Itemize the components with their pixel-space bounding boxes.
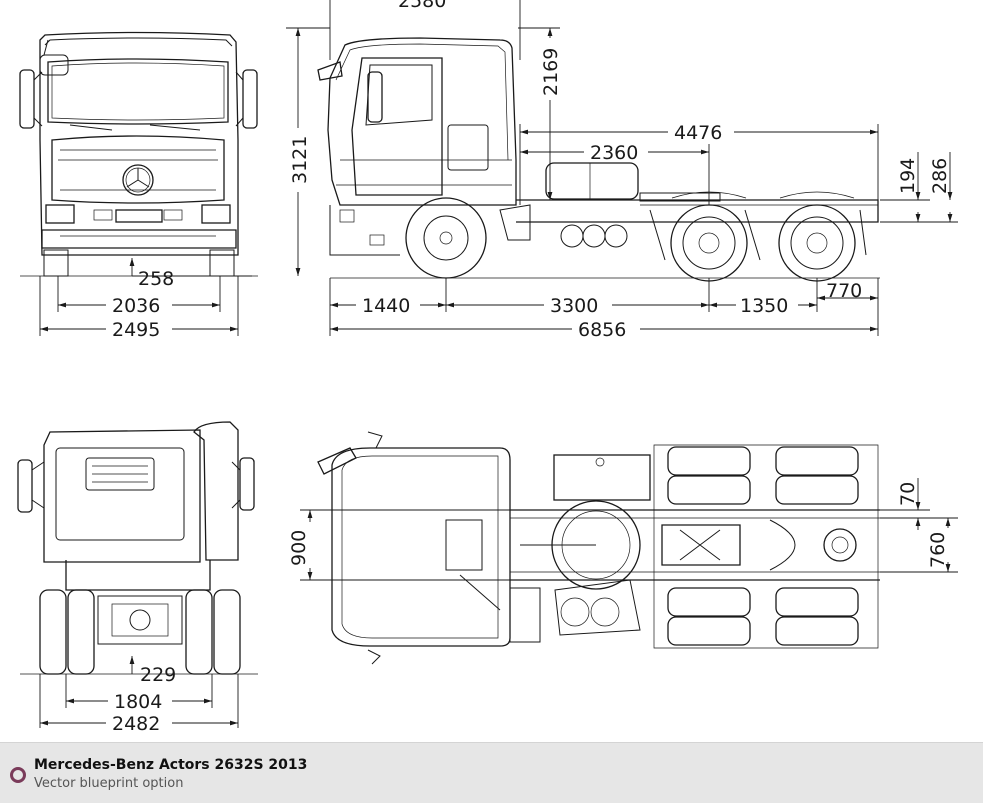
top-dimensions: 900 70 760	[288, 478, 958, 581]
top-dim-frame-width: 900	[288, 530, 310, 566]
front-dim-track: 2036	[112, 295, 160, 317]
rear-dim-overall-width: 2482	[112, 713, 160, 735]
side-view	[317, 37, 880, 282]
rear-dim-ground-clearance: 229	[140, 664, 176, 686]
side-dim-frame-height-a: 194	[897, 158, 919, 194]
top-view	[317, 431, 880, 665]
side-dim-front-overhang: 1440	[362, 295, 410, 317]
side-dim-fifth-wheel: 2360	[590, 142, 638, 164]
blueprint-title: Mercedes-Benz Actors 2632S 2013	[34, 757, 308, 773]
side-dimensions: 2580 3121 2169 4476 2360 194 286	[286, 0, 958, 341]
front-dim-ground-clearance: 258	[138, 268, 174, 290]
side-dim-tandem: 1350	[740, 295, 788, 317]
top-dim-offset: 70	[897, 482, 919, 506]
side-dim-rear-overhang: 770	[826, 280, 862, 302]
front-dimensions: 258 2036 2495	[39, 258, 252, 341]
rear-view	[17, 421, 258, 675]
caption-bar: Mercedes-Benz Actors 2632S 2013 Vector b…	[0, 742, 983, 803]
blueprint-subtitle: Vector blueprint option	[34, 776, 184, 791]
side-dim-frame-length: 4476	[674, 122, 722, 144]
side-dim-top-length: 2580	[398, 0, 446, 12]
rear-dimensions: 229 1804 2482	[39, 656, 239, 735]
side-dim-overall-height: 3121	[289, 136, 311, 184]
blueprint-drawing: 258 2036 2495 2580 3121 2169 4476	[17, 0, 958, 735]
bullet-ring-icon	[10, 767, 26, 783]
side-dim-overall-length: 6856	[578, 319, 626, 341]
side-dim-wheelbase: 3300	[550, 295, 598, 317]
front-dim-overall-width: 2495	[112, 319, 160, 341]
side-dim-frame-height-b: 286	[929, 158, 951, 194]
rear-dim-track: 1804	[114, 691, 162, 713]
front-view	[19, 31, 258, 277]
side-dim-cab-height: 2169	[540, 48, 562, 96]
top-dim-inner-width: 760	[927, 532, 949, 568]
